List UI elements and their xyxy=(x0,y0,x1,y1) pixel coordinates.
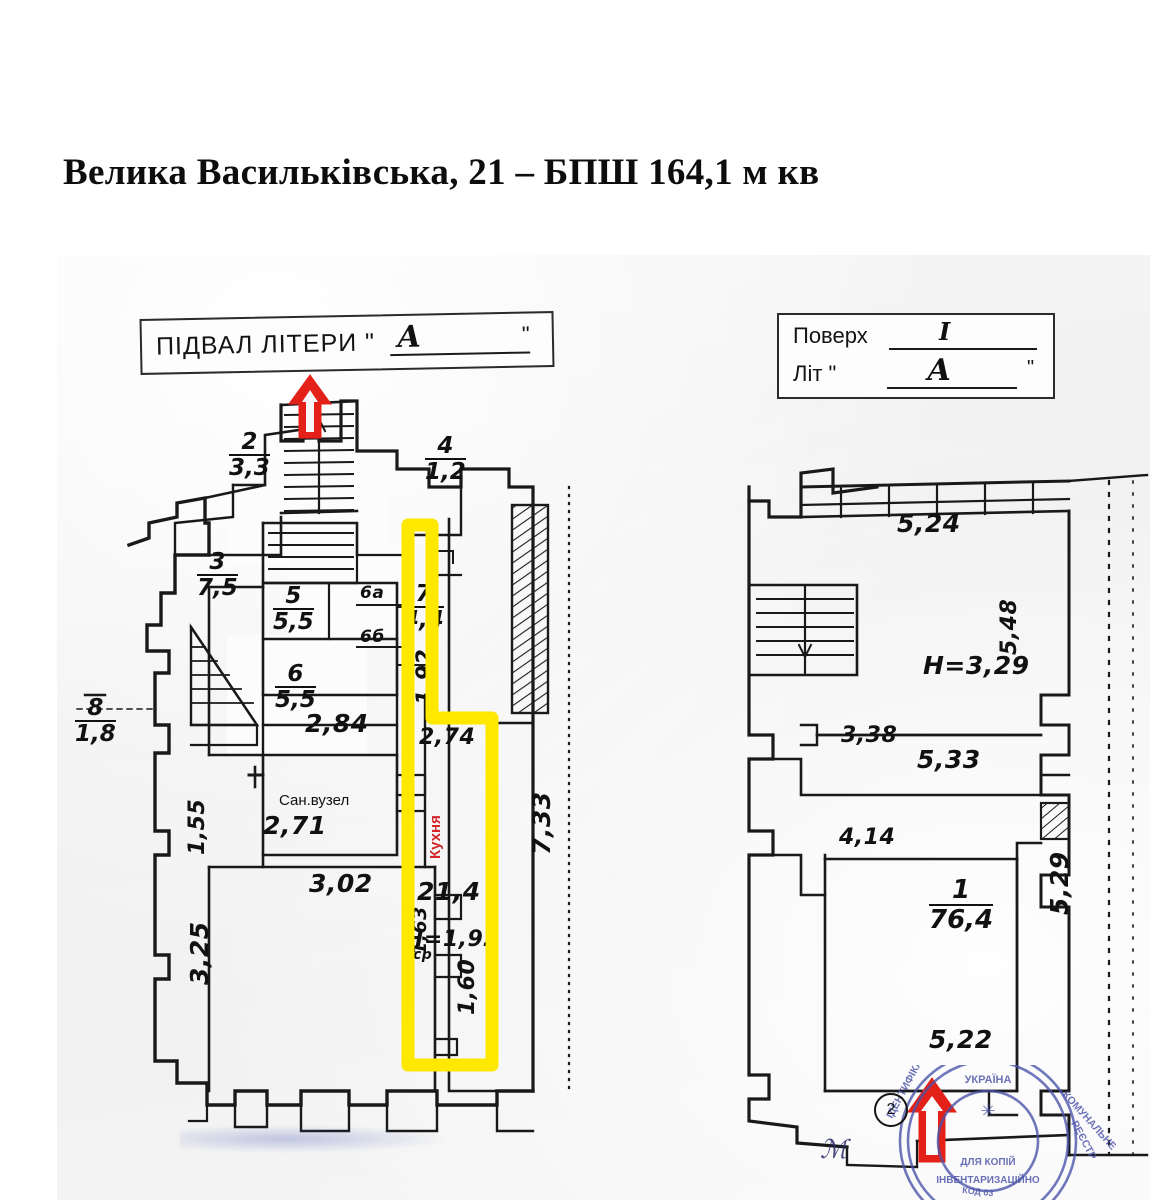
kitchen-label: Кухня xyxy=(427,815,444,859)
right-plan-caption-box: Поверх I Літ " А " xyxy=(777,313,1055,399)
letter-value: А xyxy=(927,353,952,388)
room-label-8: 8 1,8 xyxy=(75,695,116,748)
room-number: 1 xyxy=(952,875,971,905)
room-number: 4 xyxy=(437,433,454,459)
dimension-5-48: 5,48 xyxy=(997,598,1022,655)
marker-circle-2: 2 xyxy=(874,1093,908,1127)
dimension-2-84: 2,84 xyxy=(305,709,369,738)
stamp-code: КОД 03 xyxy=(962,1185,994,1198)
left-plan-caption-box: ПІДВАЛ ЛІТЕРИ " А " xyxy=(139,311,555,375)
floor-value: I xyxy=(939,317,951,346)
dimension-1-60: 1,60 xyxy=(455,958,480,1015)
ceiling-height-right: H=3,29 xyxy=(923,651,1030,680)
room-area: 1,8 xyxy=(75,720,116,748)
dimension-2-74: 2,74 xyxy=(419,725,476,750)
dimension-1-55: 1,55 xyxy=(185,798,210,855)
page-title: Велика Васильківська, 21 – БПШ 164,1 м к… xyxy=(63,152,820,193)
dimension-5-22: 5,22 xyxy=(929,1025,993,1054)
dimension-5-24: 5,24 xyxy=(897,509,961,538)
room-number: 6 xyxy=(287,661,304,687)
dimension-3-25: 3,25 xyxy=(185,921,214,985)
dimension-7-33: 7,33 xyxy=(527,791,556,855)
stamp-line-6: ІНВЕНТАРИЗАЦІЙНО xyxy=(936,1173,1040,1186)
handwritten-signature: ℳ xyxy=(820,1135,848,1165)
kitchen-height-suffix: ср xyxy=(413,947,433,963)
room-area: 76,4 xyxy=(929,903,994,935)
room-label-6a: 6а xyxy=(360,583,385,603)
room-number: 7 xyxy=(415,581,432,607)
room-number: 2 xyxy=(241,429,258,455)
left-plan-caption-quote: " xyxy=(521,321,530,347)
dimension-2-71: 2,71 xyxy=(263,811,327,840)
room-label-5: 5 5,5 xyxy=(273,583,314,636)
stamp-asterisk: ✳ xyxy=(980,1101,995,1121)
floor-rule xyxy=(889,348,1037,350)
dimension-3-38: 3,38 xyxy=(841,723,898,748)
room-number: 8 xyxy=(87,695,104,721)
floor-label: Поверх xyxy=(793,323,868,348)
room-area: 5,5 xyxy=(273,608,314,636)
room-area: 7,5 xyxy=(197,574,238,602)
room-area: 3,3 xyxy=(229,454,270,482)
room-label-6b: 6б xyxy=(360,627,385,647)
room-label-7: 7 4,4 xyxy=(403,581,444,634)
left-plan-caption-text: ПІДВАЛ ЛІТЕРИ " xyxy=(155,328,376,361)
room-label-2: 2 3,3 xyxy=(229,429,270,482)
bathroom-label: Сан.вузел xyxy=(279,792,350,809)
room-label-4: 4 1,2 xyxy=(425,433,466,486)
letter-label: Літ " xyxy=(793,361,837,386)
room-area: 5,5 xyxy=(275,686,316,714)
inventory-stamp: УКРАЇНА ДЛЯ КОПІЙ ІНВЕНТАРИЗАЦІЙНО КОМУН… xyxy=(866,1065,1116,1200)
room-number: 3 xyxy=(209,549,226,575)
dimension-5-33: 5,33 xyxy=(917,745,981,774)
left-plan-caption-letter: А xyxy=(396,319,422,356)
scanned-floorplan-sheet: ПІДВАЛ ЛІТЕРИ " А " Поверх I Літ " А " 2… xyxy=(57,255,1150,1200)
white-patch xyxy=(287,545,407,635)
dimension-1-92: 1,92 xyxy=(413,648,438,705)
room-label-6: 6 5,5 xyxy=(275,661,316,714)
dimension-5-29: 5,29 xyxy=(1045,851,1074,915)
room-label-3: 3 7,5 xyxy=(197,549,238,602)
stamp-line-5: ДЛЯ КОПІЙ xyxy=(960,1155,1015,1168)
room-area: 4,4 xyxy=(403,606,444,634)
room-area: 1,2 xyxy=(425,458,466,486)
letter-quote: " xyxy=(1027,357,1035,379)
dimension-3-02: 3,02 xyxy=(309,869,373,898)
room-label-1: 1 76,4 xyxy=(929,875,994,935)
letter-rule xyxy=(887,387,1017,389)
blue-stamp-trace xyxy=(180,1125,450,1153)
room-number: 5 xyxy=(285,583,302,609)
kitchen-area: 21,4 xyxy=(417,877,481,906)
dimension-4-14: 4,14 xyxy=(839,825,896,850)
stamp-line-1: УКРАЇНА xyxy=(965,1073,1012,1086)
